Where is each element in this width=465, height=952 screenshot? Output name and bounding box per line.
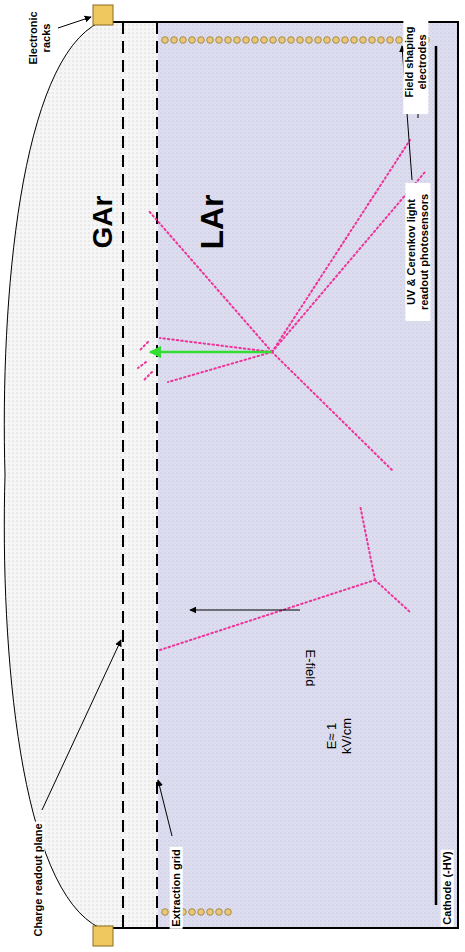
- electrode-ring: [396, 37, 403, 44]
- track: [160, 580, 375, 650]
- track: [272, 140, 410, 352]
- electrode-ring: [333, 37, 340, 44]
- electrode-ring: [360, 37, 367, 44]
- extraction-grid-line: [156, 22, 158, 928]
- part-label: Electronic racks: [27, 4, 52, 72]
- electrode-ring: [189, 37, 196, 44]
- particle-tracks: [138, 140, 425, 650]
- liquid-argon-fill: [158, 22, 458, 928]
- electrode-ring: [162, 37, 169, 44]
- electrode-ring: [378, 37, 385, 44]
- electrode-ring: [279, 37, 286, 44]
- electrode-ring: [198, 909, 205, 916]
- argon-region: GAr: [5, 22, 157, 928]
- electronic-rack: [93, 926, 113, 946]
- charge-readout-plane-line: [122, 22, 124, 928]
- part-label: Extraction grid: [170, 847, 183, 929]
- electrode-ring: [171, 37, 178, 44]
- region-label: LAr: [194, 194, 231, 249]
- electrode-ring: [216, 909, 223, 916]
- track: [168, 352, 272, 382]
- electrode-ring: [324, 37, 331, 44]
- part-label: Charge readout plane: [32, 821, 45, 938]
- electrode-ring: [207, 37, 214, 44]
- track: [272, 172, 425, 352]
- cathode-plate: [435, 46, 438, 905]
- electrode-ring: [261, 37, 268, 44]
- electrode-ring: [288, 37, 295, 44]
- electrode-ring: [180, 37, 187, 44]
- track: [272, 352, 392, 470]
- gas-dome-outline: [4, 22, 100, 928]
- region-label: GAr: [87, 196, 119, 249]
- electrode-ring: [207, 909, 214, 916]
- track: [360, 505, 375, 580]
- electrode-ring: [234, 37, 241, 44]
- electrode-ring: [225, 909, 232, 916]
- track: [375, 580, 410, 612]
- tank-wall: [100, 22, 458, 928]
- electrode-ring: [225, 37, 232, 44]
- electrode-ring: [243, 37, 250, 44]
- electrode-ring: [198, 37, 205, 44]
- electrode-ring: [252, 37, 259, 44]
- field-value: E≈ 1 kV/cm: [325, 711, 355, 761]
- argon-region: LAr: [158, 22, 458, 928]
- track: [160, 338, 272, 352]
- part-label: Field shaping electrodes: [403, 10, 428, 114]
- track: [138, 342, 152, 380]
- field-shaping-electrodes: [162, 37, 430, 916]
- electrode-ring: [297, 37, 304, 44]
- electrode-ring: [315, 37, 322, 44]
- electrode-ring: [369, 37, 376, 44]
- part-label: UV & Cerenkov light readout photosensors: [405, 183, 430, 321]
- leader-line: [158, 780, 172, 836]
- gas-argon-fill: [4, 22, 158, 928]
- electrode-ring: [270, 37, 277, 44]
- electrode-ring: [387, 37, 394, 44]
- electrode-ring: [216, 37, 223, 44]
- electrode-ring: [162, 909, 169, 916]
- part-label: Cathode (-HV): [441, 849, 454, 926]
- electrode-ring: [351, 37, 358, 44]
- drift-arrow: [150, 351, 272, 354]
- leader-line: [42, 640, 121, 810]
- electrode-ring: [342, 37, 349, 44]
- electrode-ring: [306, 37, 313, 44]
- field-arrow: [190, 610, 300, 611]
- electronic-rack: [93, 5, 113, 25]
- leader-line: [58, 17, 91, 28]
- field-label: E-field: [303, 650, 318, 687]
- electrode-ring: [189, 909, 196, 916]
- leader-lines: [42, 17, 418, 836]
